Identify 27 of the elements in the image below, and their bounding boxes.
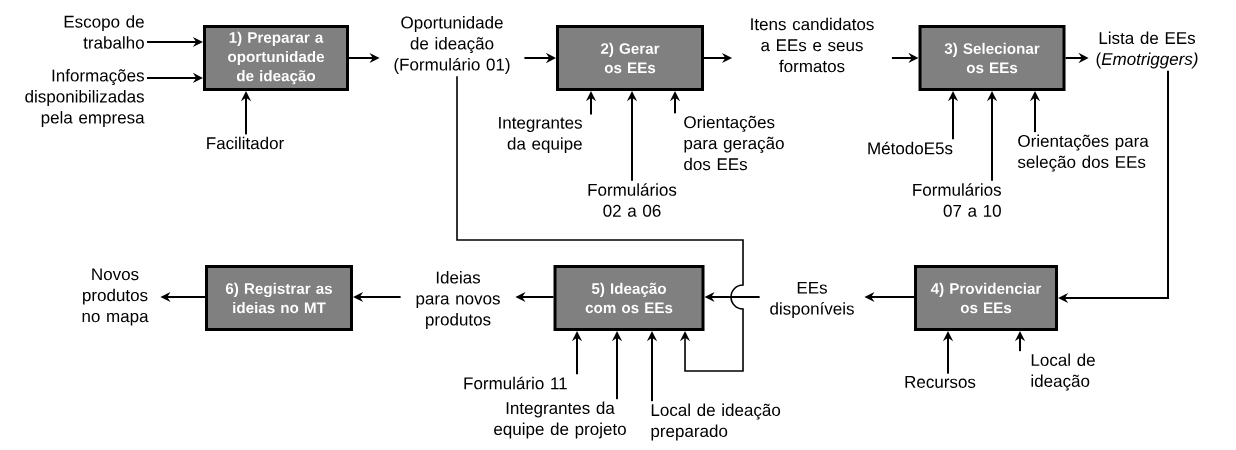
process-box: 3) Selecionar os EEs [918,25,1066,91]
flow-text: Orientações para seleção dos EEs [1017,134,1149,172]
flow-text: Facilitador [207,136,284,150]
flow-text: Novos produtos no mapa [82,268,149,326]
process-box: 1) Preparar a oportunidade de ideação [203,25,349,91]
flow-text: Itens candidatos a EEs e seus formatos [751,17,874,73]
flow-text: Integrantes da equipe de projeto [494,401,626,439]
flow-text: MétodoE5s [868,141,953,155]
flow-text: Orientações para geração dos EEs [684,115,784,171]
flow-text: Informações disponibilizadas pela empresa [25,69,145,127]
flow-text: Escopo de trabalho [64,15,144,49]
flow-text: Formulários 07 a 10 [913,183,1001,217]
process-box: 2) Gerar os EEs [556,25,704,91]
arrow [456,75,744,372]
flow-text: Formulários 02 a 06 [588,183,677,217]
process-box: 6) Registrar as ideias no MT [205,265,353,331]
flow-text: EEs disponíveis [770,281,854,319]
process-box: 4) Providenciar os EEs [914,265,1058,331]
flow-text: Oportunidade de ideação (Formulário 01) [394,16,510,74]
flow-text: Integrantes da equipe [499,116,582,154]
flow-text: Recursos [905,376,976,388]
process-box: 5) Ideação com os EEs [553,265,705,331]
flow-text: Local de ideação preparado [651,403,781,441]
flow-text: Ideias para novos produtos [416,271,500,329]
flow-text: Lista de EEs (Emotriggers) [1096,31,1198,69]
flow-text: Local de ideação [1031,353,1095,391]
flow-text: Formulário 11 [464,376,567,390]
